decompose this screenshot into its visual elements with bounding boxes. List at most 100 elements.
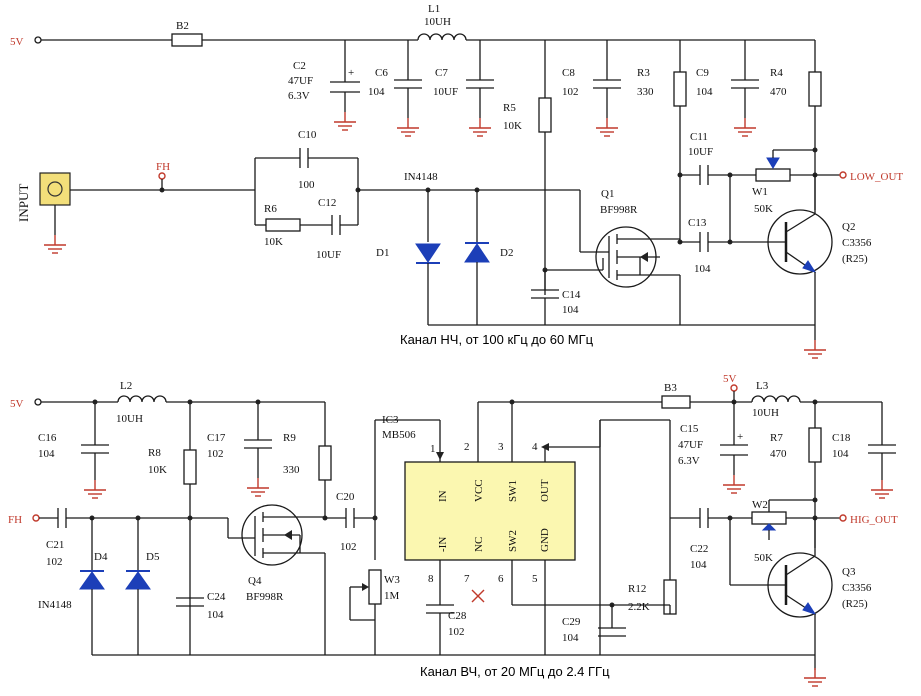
l3-inductor [751,395,801,403]
q4-value: BF998R [246,591,284,603]
r8-value: 10K [148,464,167,476]
l2-value: 10UH [116,413,143,425]
q3-value: C3356 [842,582,872,594]
b2-ref: B2 [176,20,189,32]
w2-ref: W2 [752,499,768,511]
q4-mosfet [241,504,303,566]
c18-ref: C18 [832,432,851,444]
caption-bottom: Канал ВЧ, от 20 МГц до 2.4 ГГц [420,664,610,679]
top-circuit: 5V B2 L1 10UH + C2 47UF 6.3V C6 104 C [10,3,903,359]
r9-value: 330 [283,464,300,476]
c16-value: 104 [38,448,55,460]
q2-variant: (R25) [842,253,868,265]
b2-bead [171,33,203,47]
c16-ref: C16 [38,432,57,444]
in4148-top-label: IN4148 [404,171,438,183]
ic-pinnum-2: 2 [464,441,470,453]
r12-ref: R12 [628,583,646,595]
c22-ref: C22 [690,543,708,555]
c22-value: 104 [690,559,707,571]
d1-diode [415,243,441,263]
ic-pinnum-1: 1 [430,443,436,455]
low-out-label: LOW_OUT [850,171,903,183]
w3-ref: W3 [384,574,400,586]
c8-value: 102 [562,86,579,98]
r7-value: 470 [770,448,787,460]
w1-value: 50K [754,203,773,215]
ic-pin-nin: -IN [437,537,449,552]
b3-bead [661,395,691,409]
hig-out-label: HIG_OUT [850,514,898,526]
q1-ref: Q1 [601,188,614,200]
c20-value: 102 [340,541,357,553]
ic-pin-sw2: SW2 [507,530,519,552]
c9-value: 104 [696,86,713,98]
q3-variant: (R25) [842,598,868,610]
c15-voltage: 6.3V [678,455,700,467]
r7-ref: R7 [770,432,783,444]
r5-value: 10K [503,120,522,132]
l2-ref: L2 [120,380,132,392]
r3-value: 330 [637,86,654,98]
r12-value: 2.2K [628,601,650,613]
r3-resistor [673,71,687,107]
w3-potentiometer[interactable] [368,569,382,605]
ic-pinnum-7: 7 [464,573,470,585]
c29-ref: C29 [562,616,581,628]
c12-ref: C12 [318,197,336,209]
r6-ref: R6 [264,203,277,215]
ic-pin-out: OUT [539,479,551,502]
w1-ref: W1 [752,186,768,198]
ic-pin-vcc: VCC [473,479,485,502]
ic-pinnum-3: 3 [498,441,504,453]
r8-resistor [183,449,197,485]
q2-value: C3356 [842,237,872,249]
bottom-5v-terminal [34,398,42,406]
top-fh-label: FH [156,161,170,173]
w1-potentiometer[interactable] [755,168,791,182]
c17-value: 102 [207,448,224,460]
c7-value: 10UF [433,86,458,98]
ic-pin-in: IN [437,490,449,502]
input-label: INPUT [16,184,31,222]
w2-potentiometer[interactable] [751,511,787,525]
ic-pinnum-4: 4 [532,441,538,453]
q4-ref: Q4 [248,575,262,587]
c2-voltage: 6.3V [288,90,310,102]
svg-text:+: + [348,67,354,79]
c6-value: 104 [368,86,385,98]
c21-value: 102 [46,556,63,568]
l3-ref: L3 [756,380,769,392]
r4-ref: R4 [770,67,783,79]
l1-inductor [417,33,467,41]
d1-ref: D1 [376,247,389,259]
c13-value: 104 [694,263,711,275]
c2-ref: C2 [293,60,306,72]
top-fh-terminal [158,172,166,180]
d5-ref: D5 [146,551,160,563]
d2-ref: D2 [500,247,513,259]
c17-ref: C17 [207,432,226,444]
r5-ref: R5 [503,102,516,114]
in4148-bottom-label: IN4148 [38,599,72,611]
bottom-circuit: 5V L2 10UH C16 104 R8 10K C17 102 R9 330 [8,373,898,687]
c7-ref: C7 [435,67,448,79]
c29-value: 104 [562,632,579,644]
l1-value: 10UH [424,16,451,28]
c18-value: 104 [832,448,849,460]
caption-top: Канал НЧ, от 100 кГц до 60 МГц [400,332,594,347]
r4-value: 470 [770,86,787,98]
ic3-part: MB506 [382,429,416,441]
r8-ref: R8 [148,447,161,459]
c28-ref: C28 [448,610,467,622]
c10-ref: C10 [298,129,317,141]
c11-value: 10UF [688,146,713,158]
bottom-fh-terminal [32,514,40,522]
d5-diode [125,571,151,590]
c13-ref: C13 [688,217,707,229]
c21-ref: C21 [46,539,64,551]
c8-ref: C8 [562,67,575,79]
top-5v-terminal [34,36,42,44]
d4-diode [79,571,105,590]
